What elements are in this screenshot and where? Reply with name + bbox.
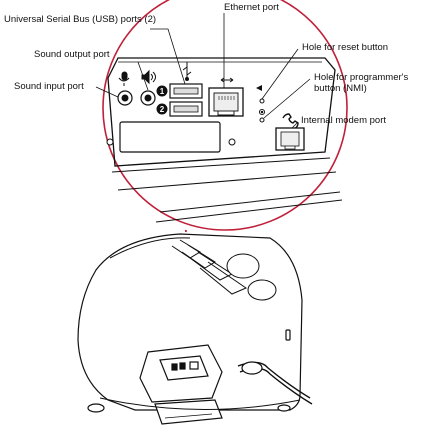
speaker-icon (141, 69, 156, 85)
label-sound-output-port: Sound output port (34, 49, 110, 60)
label-reset-hole: Hole for reset button (302, 42, 389, 53)
mini-port-3 (189, 361, 199, 370)
magnified-port-panel: 1 2 (106, 57, 343, 223)
label-ethernet-port: Ethernet port (224, 2, 279, 13)
mini-port-2 (179, 362, 186, 370)
label-internal-modem-port: Internal modem port (301, 115, 387, 126)
sound-output-jack (140, 90, 156, 106)
computer-body (77, 233, 313, 425)
leader-modem (291, 121, 299, 129)
usb-icon (182, 62, 192, 81)
leader-lines (95, 13, 311, 129)
access-door (154, 399, 223, 425)
phone-icon (282, 113, 299, 130)
side-ridges (171, 239, 277, 301)
usb-number-1: 1 (160, 87, 165, 96)
label-sound-input-port: Sound input port (14, 81, 84, 92)
microphone-icon (118, 71, 130, 86)
label-nmi-hole-line-1: Hole for programmer's (314, 72, 409, 83)
leader-usb (150, 28, 186, 85)
leader-sound-input (95, 86, 119, 98)
leader-sound-output (137, 61, 149, 91)
slot-screw-right (228, 138, 236, 146)
usb-number-badge-2: 2 (156, 103, 168, 115)
leader-reset (261, 48, 299, 100)
leader-nmi (263, 78, 311, 119)
port-panel-outline (107, 57, 336, 167)
case-line-4 (155, 199, 343, 223)
slot-screw-left (106, 138, 114, 146)
reset-icon (256, 85, 262, 91)
usb-port-2 (169, 101, 203, 117)
cable-plug (241, 361, 263, 375)
programmer-button-icon (258, 108, 266, 116)
usb-number-2: 2 (160, 105, 165, 114)
expansion-slot-cover (119, 121, 221, 153)
side-vent (285, 329, 291, 341)
label-nmi-hole-line-2: button (NMI) (314, 83, 367, 94)
ethernet-port (208, 87, 244, 117)
programmer-button-hole (259, 117, 265, 123)
case-line-2 (117, 171, 337, 191)
case-line-3 (159, 191, 341, 213)
case-line-1 (111, 157, 331, 173)
label-usb-ports: Universal Serial Bus (USB) ports (2) (4, 14, 157, 25)
ethernet-icon (220, 77, 234, 83)
mini-port-1 (171, 363, 178, 371)
modem-port (275, 127, 305, 151)
rear-foot (277, 404, 291, 412)
reset-hole (259, 98, 265, 104)
front-foot (87, 403, 105, 413)
computer-handle (109, 237, 191, 259)
usb-number-badge-1: 1 (156, 85, 168, 97)
sound-input-jack (117, 90, 133, 106)
base-edge (99, 397, 301, 411)
usb-port-1 (169, 83, 203, 99)
